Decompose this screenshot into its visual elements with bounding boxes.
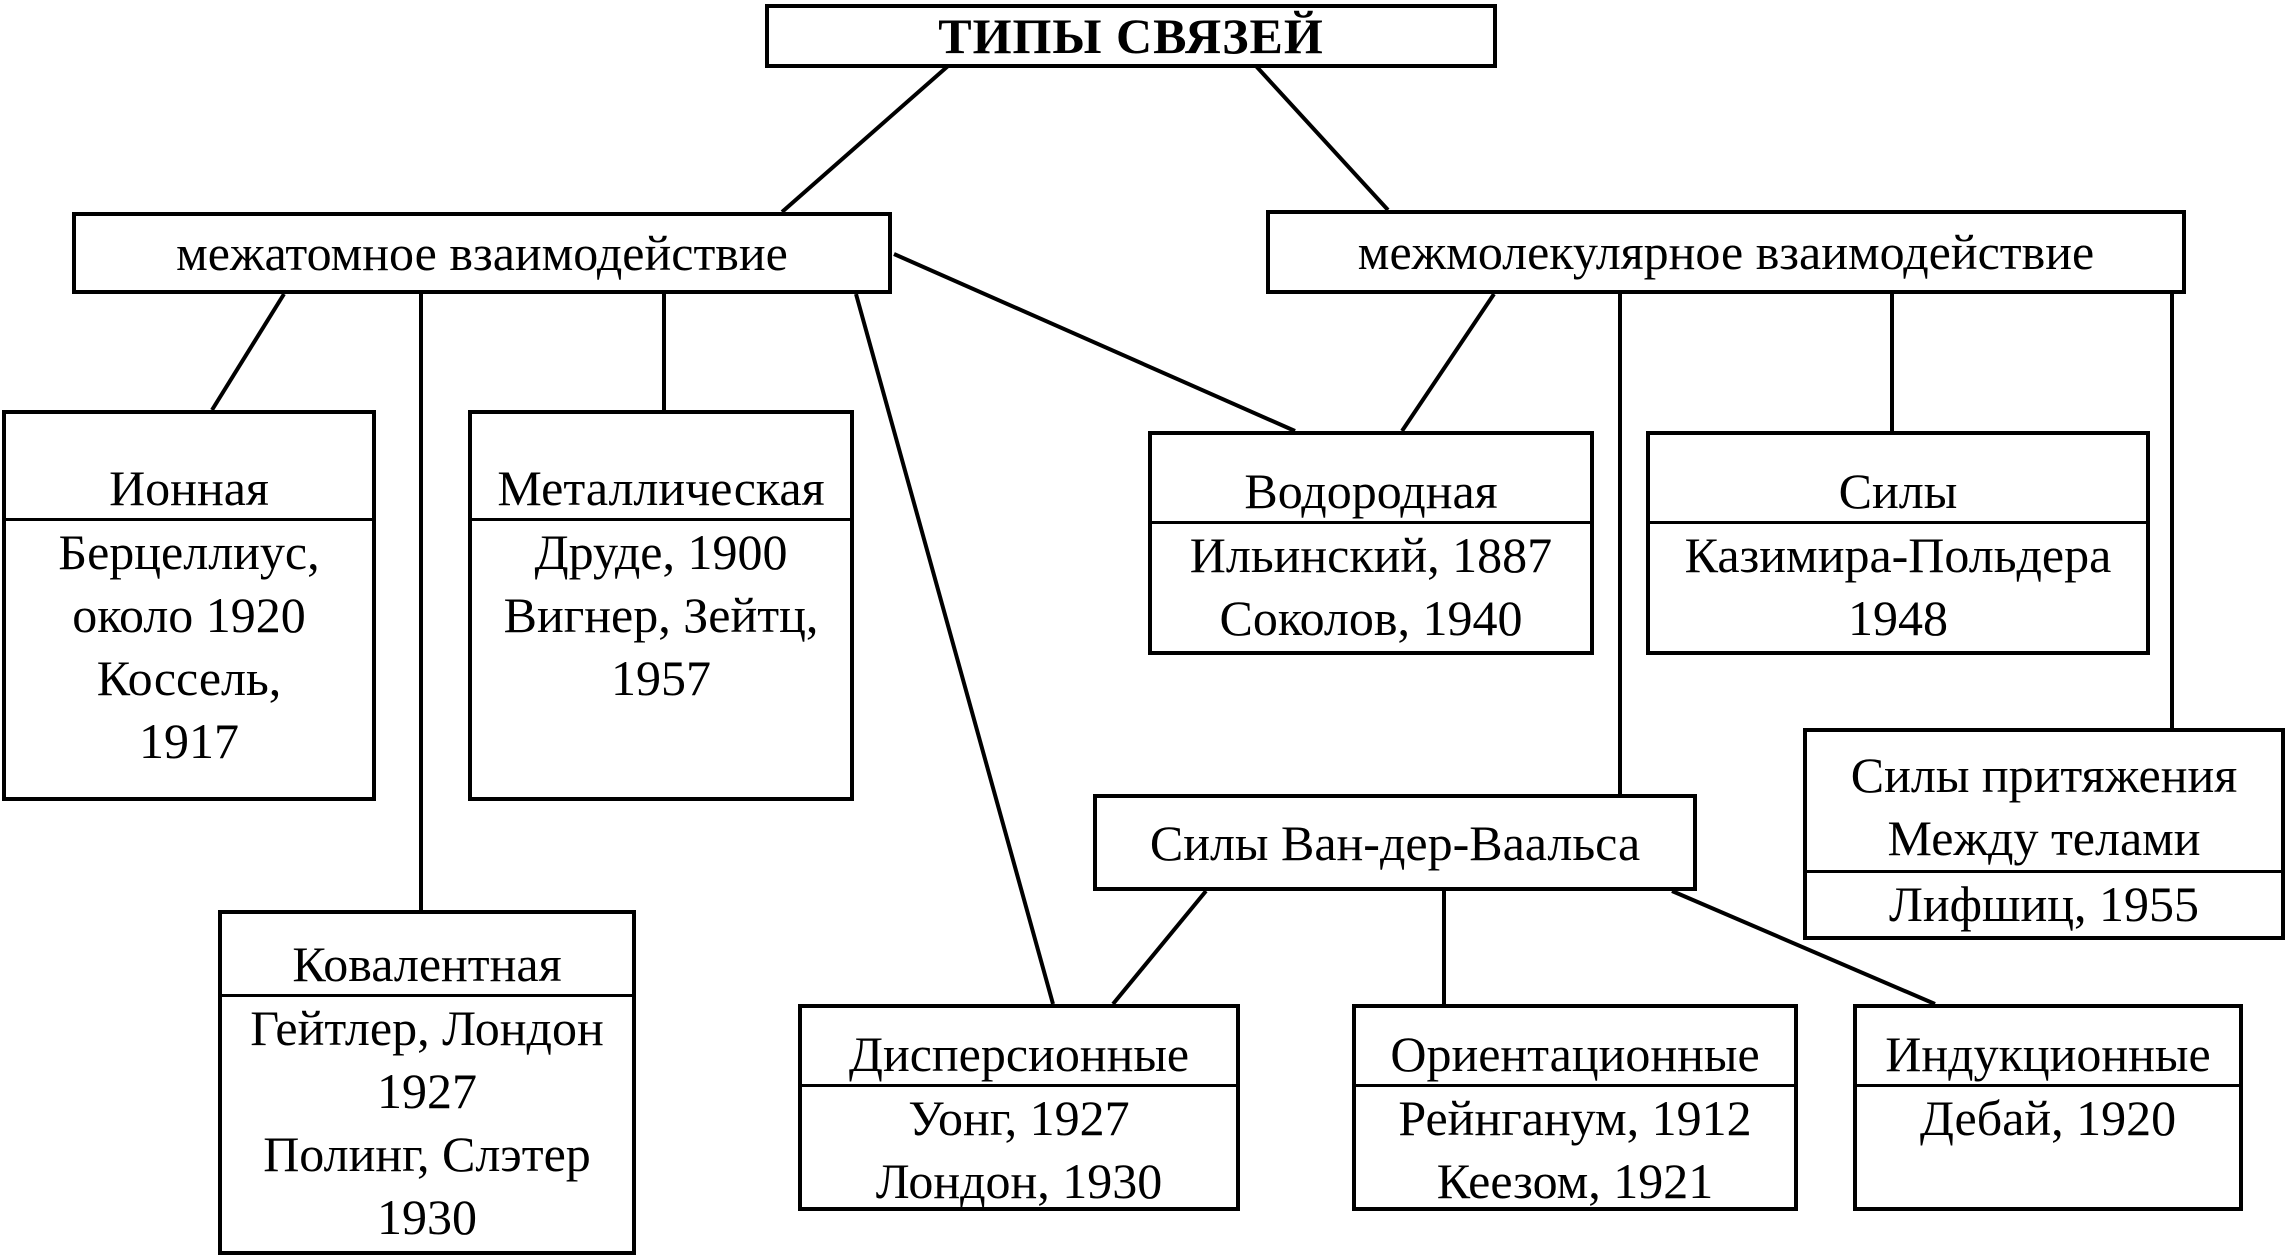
connector-title-intermolecular	[1254, 64, 1390, 212]
van-der-waals-forces-box: Силы Ван-дер-Ваальса	[1093, 794, 1697, 891]
ionic-bond-authors: Берцеллиус, около 1920 Коссель, 1917	[6, 521, 372, 773]
covalent-author-line: Гейтлер, Лондон	[250, 1000, 604, 1056]
dispersion-author-line: Лондон, 1930	[875, 1153, 1163, 1209]
orientation-author-line: Рейнганум, 1912	[1398, 1090, 1752, 1146]
connector-vdw-dispersion	[1111, 889, 1208, 1006]
hydrogen-author-line: Ильинский, 1887	[1189, 527, 1553, 583]
connector-intermolecular-hydrogen	[1400, 292, 1496, 433]
induction-forces-box: Индукционные Дебай, 1920	[1853, 1004, 2243, 1211]
hydrogen-bond-box: Водородная Ильинский, 1887 Соколов, 1940	[1148, 431, 1594, 655]
covalent-author-line: Полинг, Слэтер	[263, 1126, 591, 1182]
intermolecular-interaction-box: межмолекулярное взаимодействие	[1266, 210, 2186, 294]
ionic-bond-name: Ионная	[6, 458, 372, 521]
attraction-name-line: Между телами	[1887, 810, 2201, 866]
attraction-author-line: Лифшиц, 1955	[1888, 876, 2200, 932]
attraction-forces-name: Силы притяжения Между телами	[1807, 744, 2281, 873]
induction-forces-authors: Дебай, 1920	[1857, 1087, 2239, 1150]
covalent-bond-authors: Гейтлер, Лондон 1927 Полинг, Слэтер 1930	[222, 997, 632, 1249]
attraction-forces-box: Силы притяжения Между телами Лифшиц, 195…	[1803, 728, 2285, 940]
covalent-author-line: 1927	[377, 1063, 477, 1119]
covalent-author-line: 1930	[377, 1189, 477, 1245]
connector-interatomic-hydrogen	[893, 252, 1296, 433]
covalent-bond-box: Ковалентная Гейтлер, Лондон 1927 Полинг,…	[218, 910, 636, 1255]
connector-title-interatomic	[780, 64, 950, 214]
ionic-author-line: Коссель,	[96, 650, 282, 706]
induction-author-line: Дебай, 1920	[1919, 1090, 2177, 1146]
connector-interatomic-ionic	[210, 292, 286, 412]
diagram-title: ТИПЫ СВЯЗЕЙ	[765, 4, 1497, 68]
metallic-bond-authors: Друде, 1900 Вигнер, Зейтц, 1957	[472, 521, 850, 710]
attraction-name-line: Силы притяжения	[1850, 747, 2238, 803]
hydrogen-bond-name: Водородная	[1152, 461, 1590, 524]
connector-interatomic-dispersion	[854, 293, 1055, 1005]
induction-forces-name: Индукционные	[1857, 1024, 2239, 1087]
metallic-bond-name: Металлическая	[472, 458, 850, 521]
orientation-forces-authors: Рейнганум, 1912 Кеезом, 1921	[1356, 1087, 1794, 1213]
orientation-author-line: Кеезом, 1921	[1436, 1153, 1714, 1209]
casimir-polder-forces-box: Силы Казимира-Польдера 1948	[1646, 431, 2150, 655]
metallic-bond-box: Металлическая Друде, 1900 Вигнер, Зейтц,…	[468, 410, 854, 801]
metallic-author-line: Друде, 1900	[534, 524, 788, 580]
casimir-author-line: Казимира-Польдера	[1684, 527, 2112, 583]
dispersion-forces-name: Дисперсионные	[802, 1024, 1236, 1087]
hydrogen-author-line: Соколов, 1940	[1219, 590, 1523, 646]
ionic-author-line: 1917	[139, 713, 239, 769]
attraction-forces-authors: Лифшиц, 1955	[1807, 873, 2281, 936]
dispersion-forces-box: Дисперсионные Уонг, 1927 Лондон, 1930	[798, 1004, 1240, 1211]
interatomic-interaction-box: межатомное взаимодействие	[72, 212, 892, 294]
dispersion-author-line: Уонг, 1927	[908, 1090, 1130, 1146]
hydrogen-bond-authors: Ильинский, 1887 Соколов, 1940	[1152, 524, 1590, 650]
connector-vdw-induction	[1671, 889, 1936, 1006]
casimir-author-line: 1948	[1848, 590, 1948, 646]
orientation-forces-name: Ориентационные	[1356, 1024, 1794, 1087]
casimir-forces-name: Силы	[1650, 461, 2146, 524]
ionic-bond-box: Ионная Берцеллиус, около 1920 Коссель, 1…	[2, 410, 376, 801]
casimir-forces-authors: Казимира-Польдера 1948	[1650, 524, 2146, 650]
dispersion-forces-authors: Уонг, 1927 Лондон, 1930	[802, 1087, 1236, 1213]
ionic-author-line: Берцеллиус,	[58, 524, 320, 580]
metallic-author-line: Вигнер, Зейтц,	[503, 587, 819, 643]
metallic-author-line: 1957	[611, 650, 711, 706]
ionic-author-line: около 1920	[72, 587, 306, 643]
covalent-bond-name: Ковалентная	[222, 934, 632, 997]
orientation-forces-box: Ориентационные Рейнганум, 1912 Кеезом, 1…	[1352, 1004, 1798, 1211]
